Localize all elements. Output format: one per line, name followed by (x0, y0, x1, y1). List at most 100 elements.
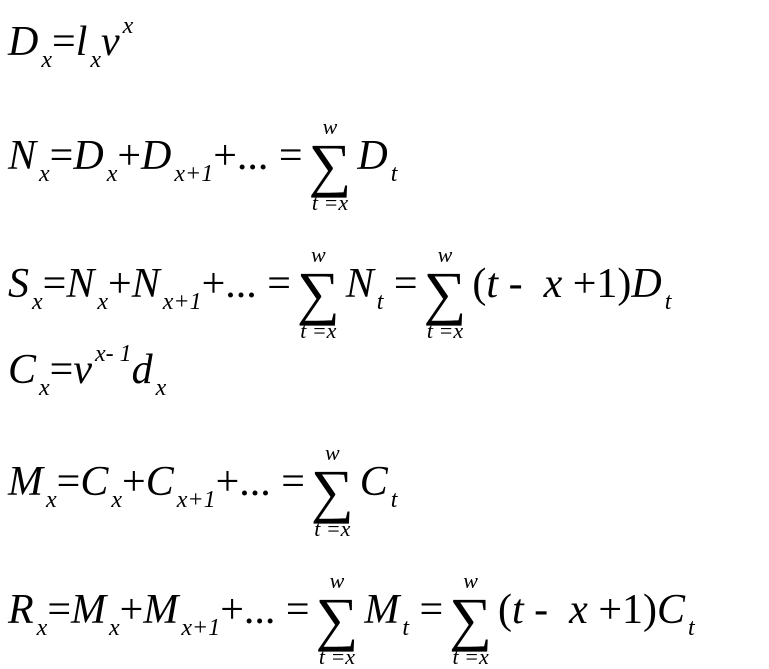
math-symbol: x (569, 586, 588, 633)
operator: + (119, 586, 144, 633)
operator: = (409, 586, 444, 633)
subscript: t (376, 288, 384, 315)
operator: = (383, 260, 418, 307)
operator: = (52, 19, 76, 65)
summation: w∑t =x (311, 442, 354, 540)
subscript: x (155, 375, 167, 401)
math-symbol: l (75, 19, 88, 65)
subscript: t (390, 160, 398, 187)
math-symbol: d (131, 347, 153, 393)
math-symbol: C (657, 586, 686, 633)
math-symbol: M (143, 586, 179, 633)
subscript: x (46, 486, 57, 513)
math-symbol: t (486, 260, 499, 307)
subscript: x+1 (181, 614, 221, 641)
math-symbol: M (8, 458, 43, 505)
summation: w∑t =x (449, 570, 492, 668)
subscript: x+1 (176, 486, 216, 513)
operator: +... = (215, 458, 305, 505)
subscript: x (109, 614, 120, 641)
sum-lower-limit: t =x (314, 516, 351, 541)
math-symbol: t (512, 586, 524, 633)
operator: + (117, 132, 142, 179)
subscript: x+1 (162, 288, 202, 315)
summation: w∑t =x (424, 244, 467, 342)
math-symbol: N (345, 260, 374, 307)
summation: w∑t =x (297, 244, 340, 342)
math-symbol: C (145, 458, 174, 505)
math-symbol: M (71, 586, 106, 633)
operator: - (523, 586, 570, 633)
sigma-symbol: ∑ (315, 586, 359, 652)
summation: w∑t =x (309, 116, 352, 214)
operator: = (42, 260, 67, 307)
sigma-symbol: ∑ (296, 260, 340, 326)
sigma-symbol: ∑ (310, 458, 354, 524)
operator: + (122, 458, 146, 505)
subscript: t (688, 614, 695, 641)
sigma-symbol: ∑ (308, 132, 352, 198)
subscript: x (41, 47, 52, 73)
math-symbol: D (631, 260, 662, 307)
sigma-symbol: ∑ (423, 260, 467, 326)
superscript: x- 1 (95, 341, 132, 367)
superscript: x (122, 13, 134, 39)
subscript: t (390, 486, 398, 513)
summation: w∑t =x (316, 570, 359, 668)
subscript: x (39, 375, 50, 401)
math-symbol: D (8, 19, 39, 65)
subscript: t (664, 288, 672, 315)
math-symbol: R (8, 586, 34, 633)
math-symbol: N (8, 132, 37, 179)
operator: + (108, 260, 132, 307)
subscript: x (39, 160, 50, 187)
math-symbol: D (73, 132, 104, 179)
operator: = (49, 132, 74, 179)
math-symbol: D (357, 132, 388, 179)
math-symbol: C (8, 347, 37, 393)
sum-upper-limit: w (322, 114, 338, 139)
sum-upper-limit: w (311, 242, 326, 267)
math-symbol: C (359, 458, 388, 505)
math-symbol: N (66, 260, 95, 307)
subscript: x+1 (174, 160, 214, 187)
operator: +1) (587, 586, 658, 633)
sigma-symbol: ∑ (449, 586, 492, 652)
subscript: x (106, 160, 118, 187)
operator: +... = (220, 586, 310, 633)
subscript: x (90, 47, 102, 73)
math-symbol: S (8, 260, 29, 307)
sum-upper-limit: w (329, 568, 345, 593)
subscript: x (36, 614, 48, 641)
operator: ( (498, 586, 512, 633)
sum-lower-limit: t =x (311, 190, 349, 215)
sum-lower-limit: t =x (426, 318, 464, 343)
operator: = (47, 586, 71, 633)
math-symbol: C (80, 458, 109, 505)
subscript: x (97, 288, 109, 315)
operator: ( (472, 260, 487, 307)
subscript: t (402, 614, 410, 641)
math-symbol: D (141, 132, 172, 179)
operator: +... = (213, 132, 303, 179)
operator: = (49, 347, 74, 393)
subscript: x (111, 486, 123, 513)
math-symbol: v (101, 19, 120, 65)
sum-lower-limit: t =x (452, 644, 489, 669)
sum-lower-limit: t =x (318, 644, 356, 669)
math-symbol: M (364, 586, 400, 633)
math-symbol: N (131, 260, 160, 307)
operator: +1) (562, 260, 632, 307)
sum-upper-limit: w (437, 242, 453, 267)
subscript: x (32, 288, 43, 315)
sum-upper-limit: w (325, 440, 340, 465)
sum-lower-limit: t =x (300, 318, 337, 343)
operator: = (56, 458, 81, 505)
math-symbol: x (543, 260, 563, 307)
operator: - (498, 260, 544, 307)
